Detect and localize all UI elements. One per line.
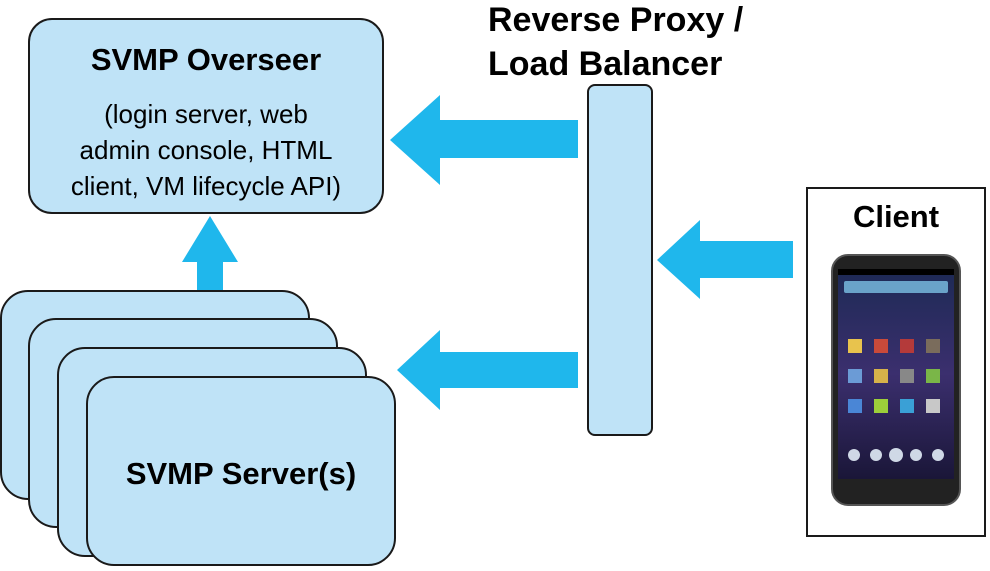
load-balancer-title-line1: Reverse Proxy / (488, 1, 744, 39)
load-balancer-bar (587, 84, 653, 436)
arrow-lb-to-servers (397, 330, 578, 410)
arrow-client-to-lb (657, 220, 793, 299)
overseer-title: SVMP Overseer (90, 42, 322, 77)
overseer-desc-line1: (login server, web (104, 99, 308, 129)
client-label: Client (852, 199, 940, 234)
overseer-box: SVMP Overseer (login server, web admin c… (28, 18, 384, 214)
overseer-desc-line2: admin console, HTML (79, 135, 333, 165)
load-balancer-title: Reverse Proxy / Load Balancer (488, 0, 743, 86)
client-box: Client (806, 187, 986, 537)
servers-label: SVMP Server(s) (125, 456, 357, 491)
phone-icon (831, 254, 961, 506)
server-box-front: SVMP Server(s) (86, 376, 396, 566)
arrow-servers-to-overseer (182, 216, 238, 290)
load-balancer-title-line2: Load Balancer (488, 45, 723, 83)
arrow-lb-to-overseer (390, 95, 578, 185)
overseer-desc-line3: client, VM lifecycle API) (70, 171, 342, 201)
overseer-description: (login server, web admin console, HTML c… (30, 96, 382, 204)
